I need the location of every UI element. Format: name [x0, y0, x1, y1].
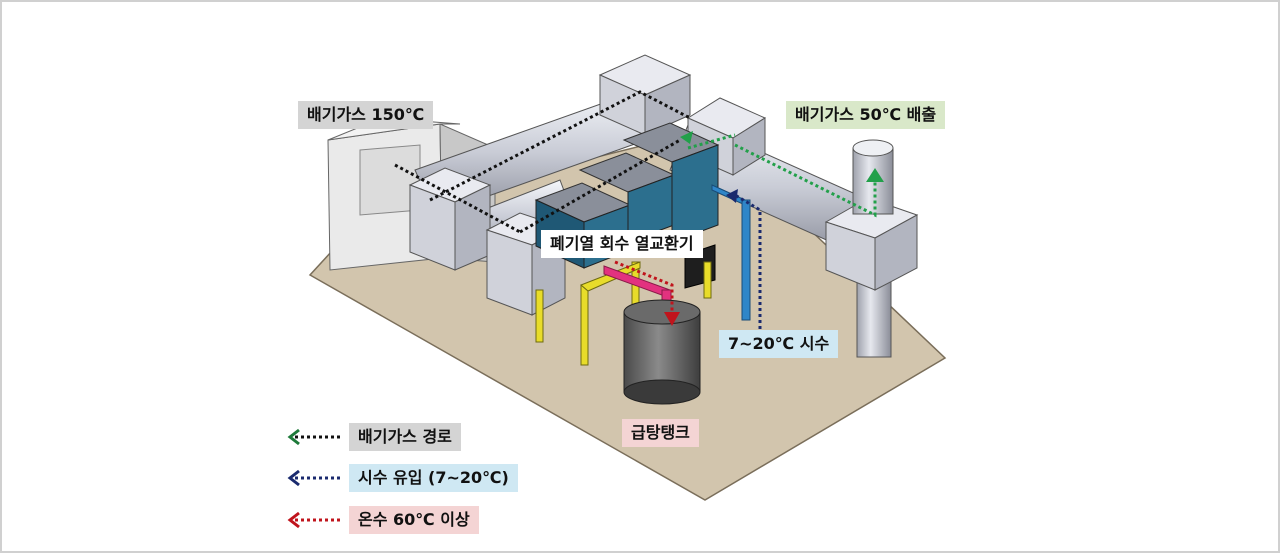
exhaust-inlet-label: 배기가스 150℃ — [298, 101, 434, 129]
exhaust-stack — [824, 139, 919, 358]
legend-hot-water-label: 온수 60℃ 이상 — [349, 506, 479, 534]
cold-water-arrowhead — [726, 189, 738, 203]
cold-water-path-line — [734, 193, 762, 335]
legend-cold-water-arrow-icon — [287, 469, 340, 487]
legend-exhaust-arrow-icon — [287, 428, 340, 446]
legend-hot-water-arrow-icon — [287, 511, 340, 529]
legend-item-hot-water: 온수 60℃ 이상 — [285, 505, 479, 535]
exhaust-outlet-label: 배기가스 50℃ 배출 — [786, 101, 946, 129]
exhaust-outlet-arrowhead — [866, 168, 884, 182]
exhaust-junction-arrowhead — [680, 131, 693, 144]
hot-water-tank — [623, 299, 701, 405]
exhaust-path-line — [394, 90, 691, 234]
rear-junction-box — [598, 54, 692, 136]
legend-item-cold-water: 시수 유입 (7~20℃) — [285, 463, 518, 493]
exhaust-outlet-path-line — [687, 133, 877, 218]
hot-water-path-line — [614, 260, 674, 312]
hot-tank-label: 급탕탱크 — [622, 419, 699, 447]
inlet-junction-box — [408, 167, 492, 271]
hot-water-arrowhead — [664, 312, 680, 326]
cold-water-label: 7~20℃ 시수 — [719, 330, 839, 358]
legend-cold-water-label: 시수 유입 (7~20℃) — [349, 464, 518, 492]
legend-item-exhaust: 배기가스 경로 — [285, 422, 461, 452]
heat-exchanger-label: 폐기열 회수 열교환기 — [541, 230, 703, 258]
legend-exhaust-label: 배기가스 경로 — [349, 423, 461, 451]
